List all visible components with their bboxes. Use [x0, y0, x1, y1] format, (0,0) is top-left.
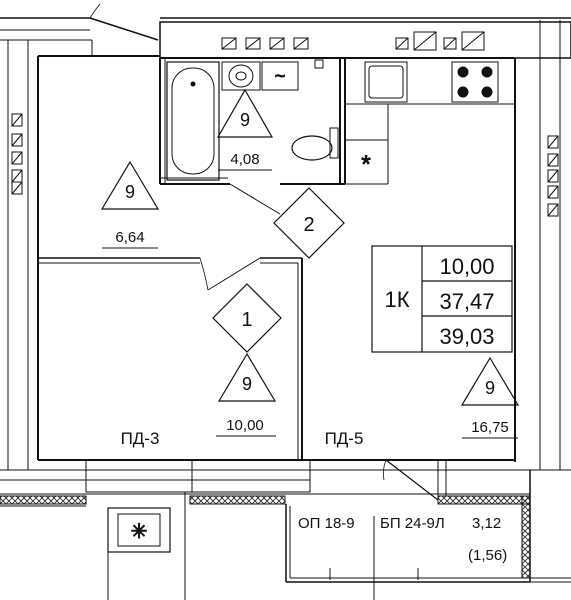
hallway-area: 6,64: [115, 229, 144, 246]
bathroom-area: 4,08: [230, 151, 259, 168]
room-2-marker: 2: [273, 187, 345, 259]
kitchen-area: 16,75: [471, 419, 509, 436]
room-1-walls: [38, 257, 303, 460]
bathroom-height-marker: 9: [216, 88, 274, 138]
ac-fan-icon: ✳: [131, 521, 148, 543]
area-labels: 4,08 6,64 10,00 16,75: [102, 151, 518, 439]
vent-asterisk-icon: *: [361, 151, 370, 178]
svg-text:9: 9: [240, 110, 250, 130]
washbasin-icon: [221, 61, 261, 91]
stove-icon: [451, 61, 499, 103]
toilet-icon: [291, 127, 339, 161]
entrance-door: [89, 3, 159, 41]
svg-text:9: 9: [242, 374, 252, 394]
kitchen-counter: *: [344, 58, 515, 185]
apartment-type-label: 1К: [384, 287, 409, 312]
balcony-slab-label: БП 24-9Л: [380, 515, 445, 532]
apartment-summary-table: [371, 245, 513, 353]
area-without-balcony-value: 37,47: [439, 289, 494, 314]
washing-machine-icon: ~: [261, 61, 299, 91]
side-vent-blocks: [11, 113, 559, 217]
window-label-left: ПД-3: [121, 429, 160, 448]
air-conditioner-unit: ✳: [107, 492, 186, 600]
living-area-value: 10,00: [439, 254, 494, 279]
window-label-right: ПД-5: [325, 429, 364, 448]
balcony-door: [385, 459, 439, 501]
svg-text:9: 9: [485, 378, 495, 398]
svg-text:1: 1: [241, 309, 252, 331]
room-1-door: [207, 257, 261, 291]
room-1-height-marker: 9: [217, 352, 277, 402]
hallway-height-marker: 9: [100, 160, 160, 210]
kitchen-sink-icon: [364, 61, 408, 103]
total-area-value: 39,03: [439, 324, 494, 349]
balcony-support-label: ОП 18-9: [298, 515, 355, 532]
balcony-parapet: [0, 470, 571, 583]
svg-text:2: 2: [303, 214, 314, 236]
ventilation-blocks: [221, 31, 485, 51]
kitchen-height-marker: 9: [460, 356, 520, 406]
room-1-marker: 1: [212, 283, 282, 353]
bathroom-door: [229, 183, 281, 215]
svg-text:~: ~: [275, 66, 286, 86]
room-1-area: 10,00: [226, 417, 264, 434]
balcony-area: 3,12: [472, 515, 501, 532]
svg-text:9: 9: [125, 182, 135, 202]
bathroom: ~: [159, 58, 345, 215]
balcony-reduced-area: (1,56): [468, 547, 507, 564]
bathtub-icon: [166, 61, 220, 181]
